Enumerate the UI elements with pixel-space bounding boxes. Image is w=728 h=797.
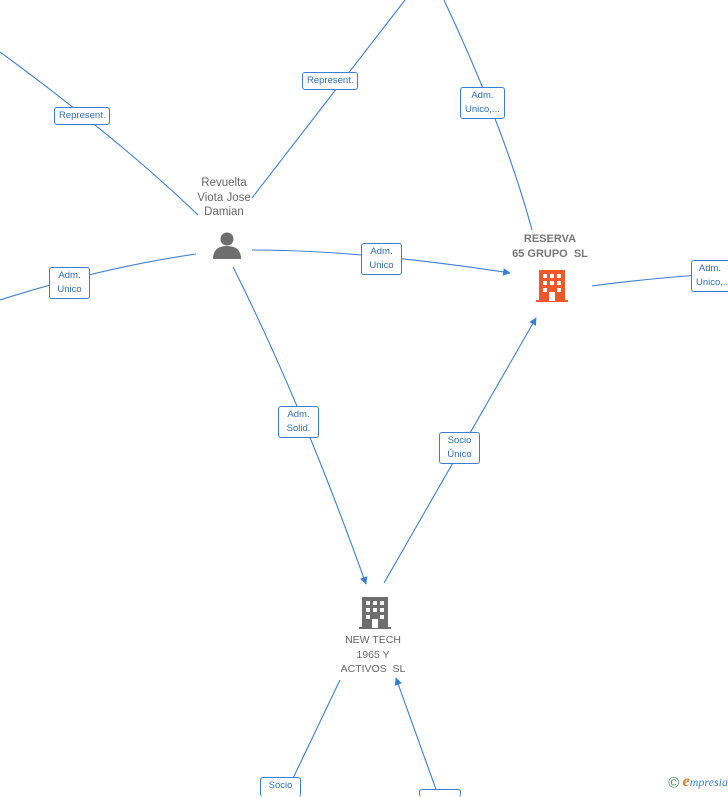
edge-label-socio-bottom[interactable]: Socio [260,777,301,797]
edge-label-adm-unico-left[interactable]: Adm. Unico [49,267,90,299]
copyright-symbol: © [668,774,680,791]
person-icon[interactable] [211,230,243,260]
building-icon[interactable] [536,266,568,302]
edge-adm-unico-top [443,0,533,231]
edge-label-adm-unico-right[interactable]: Adm. Unico,... [691,260,728,292]
reserva-node-name[interactable]: RESERVA 65 GRUPO SL [512,233,588,260]
edge-represent-left [0,51,199,216]
edge-bottom-right [394,677,439,795]
edge-label-socio-unico[interactable]: Socio Único [439,432,480,464]
edge-label-represent-left[interactable]: Represent. [54,107,111,125]
edge-label-adm-solid[interactable]: Adm. Solid. [278,406,319,438]
edge-adm-unico-left [0,253,197,301]
empresia-watermark: © empresia [668,773,728,791]
building-icon[interactable] [359,593,391,629]
edge-label-adm-unico-top[interactable]: Adm. Unico,... [460,87,505,119]
edge-label-adm-unico-mid[interactable]: Adm. Unico [361,243,402,275]
edge-represent-top [251,0,406,199]
newtech-node-name[interactable]: NEW TECH 1965 Y ACTIVOS SL [340,634,406,675]
brand-logo: empresia [682,772,728,790]
edge-label-represent-top[interactable]: Represent. [302,72,359,90]
edge-label-bottom-right[interactable] [419,789,461,797]
person-node-name[interactable]: Revuelta Viota Jose Damian [197,177,251,218]
edge-socio-bottom [284,679,341,795]
